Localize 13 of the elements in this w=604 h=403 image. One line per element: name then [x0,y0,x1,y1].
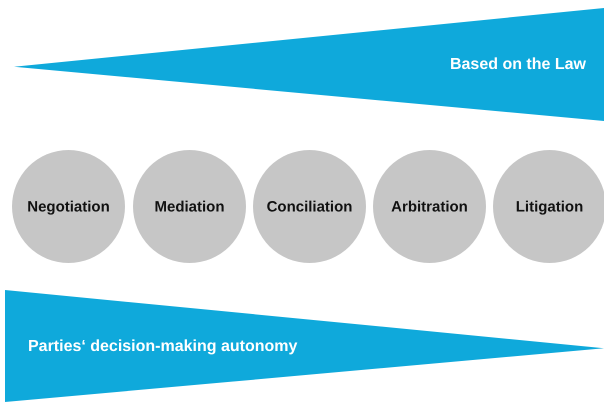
method-label: Mediation [154,198,224,215]
method-circle [133,150,246,263]
method-label: Litigation [516,198,584,215]
method-circle [253,150,366,263]
scale-label: Based on the Law [450,56,586,74]
method-label: Arbitration [391,198,468,215]
method-circle [12,150,125,263]
method-label: Negotiation [27,198,110,215]
wedge-shape [14,8,604,121]
scale-label: Parties‘ decision-making autonomy [28,338,298,356]
wedge-shape [5,290,604,402]
method-circle [373,150,486,263]
method-label: Conciliation [266,198,352,215]
